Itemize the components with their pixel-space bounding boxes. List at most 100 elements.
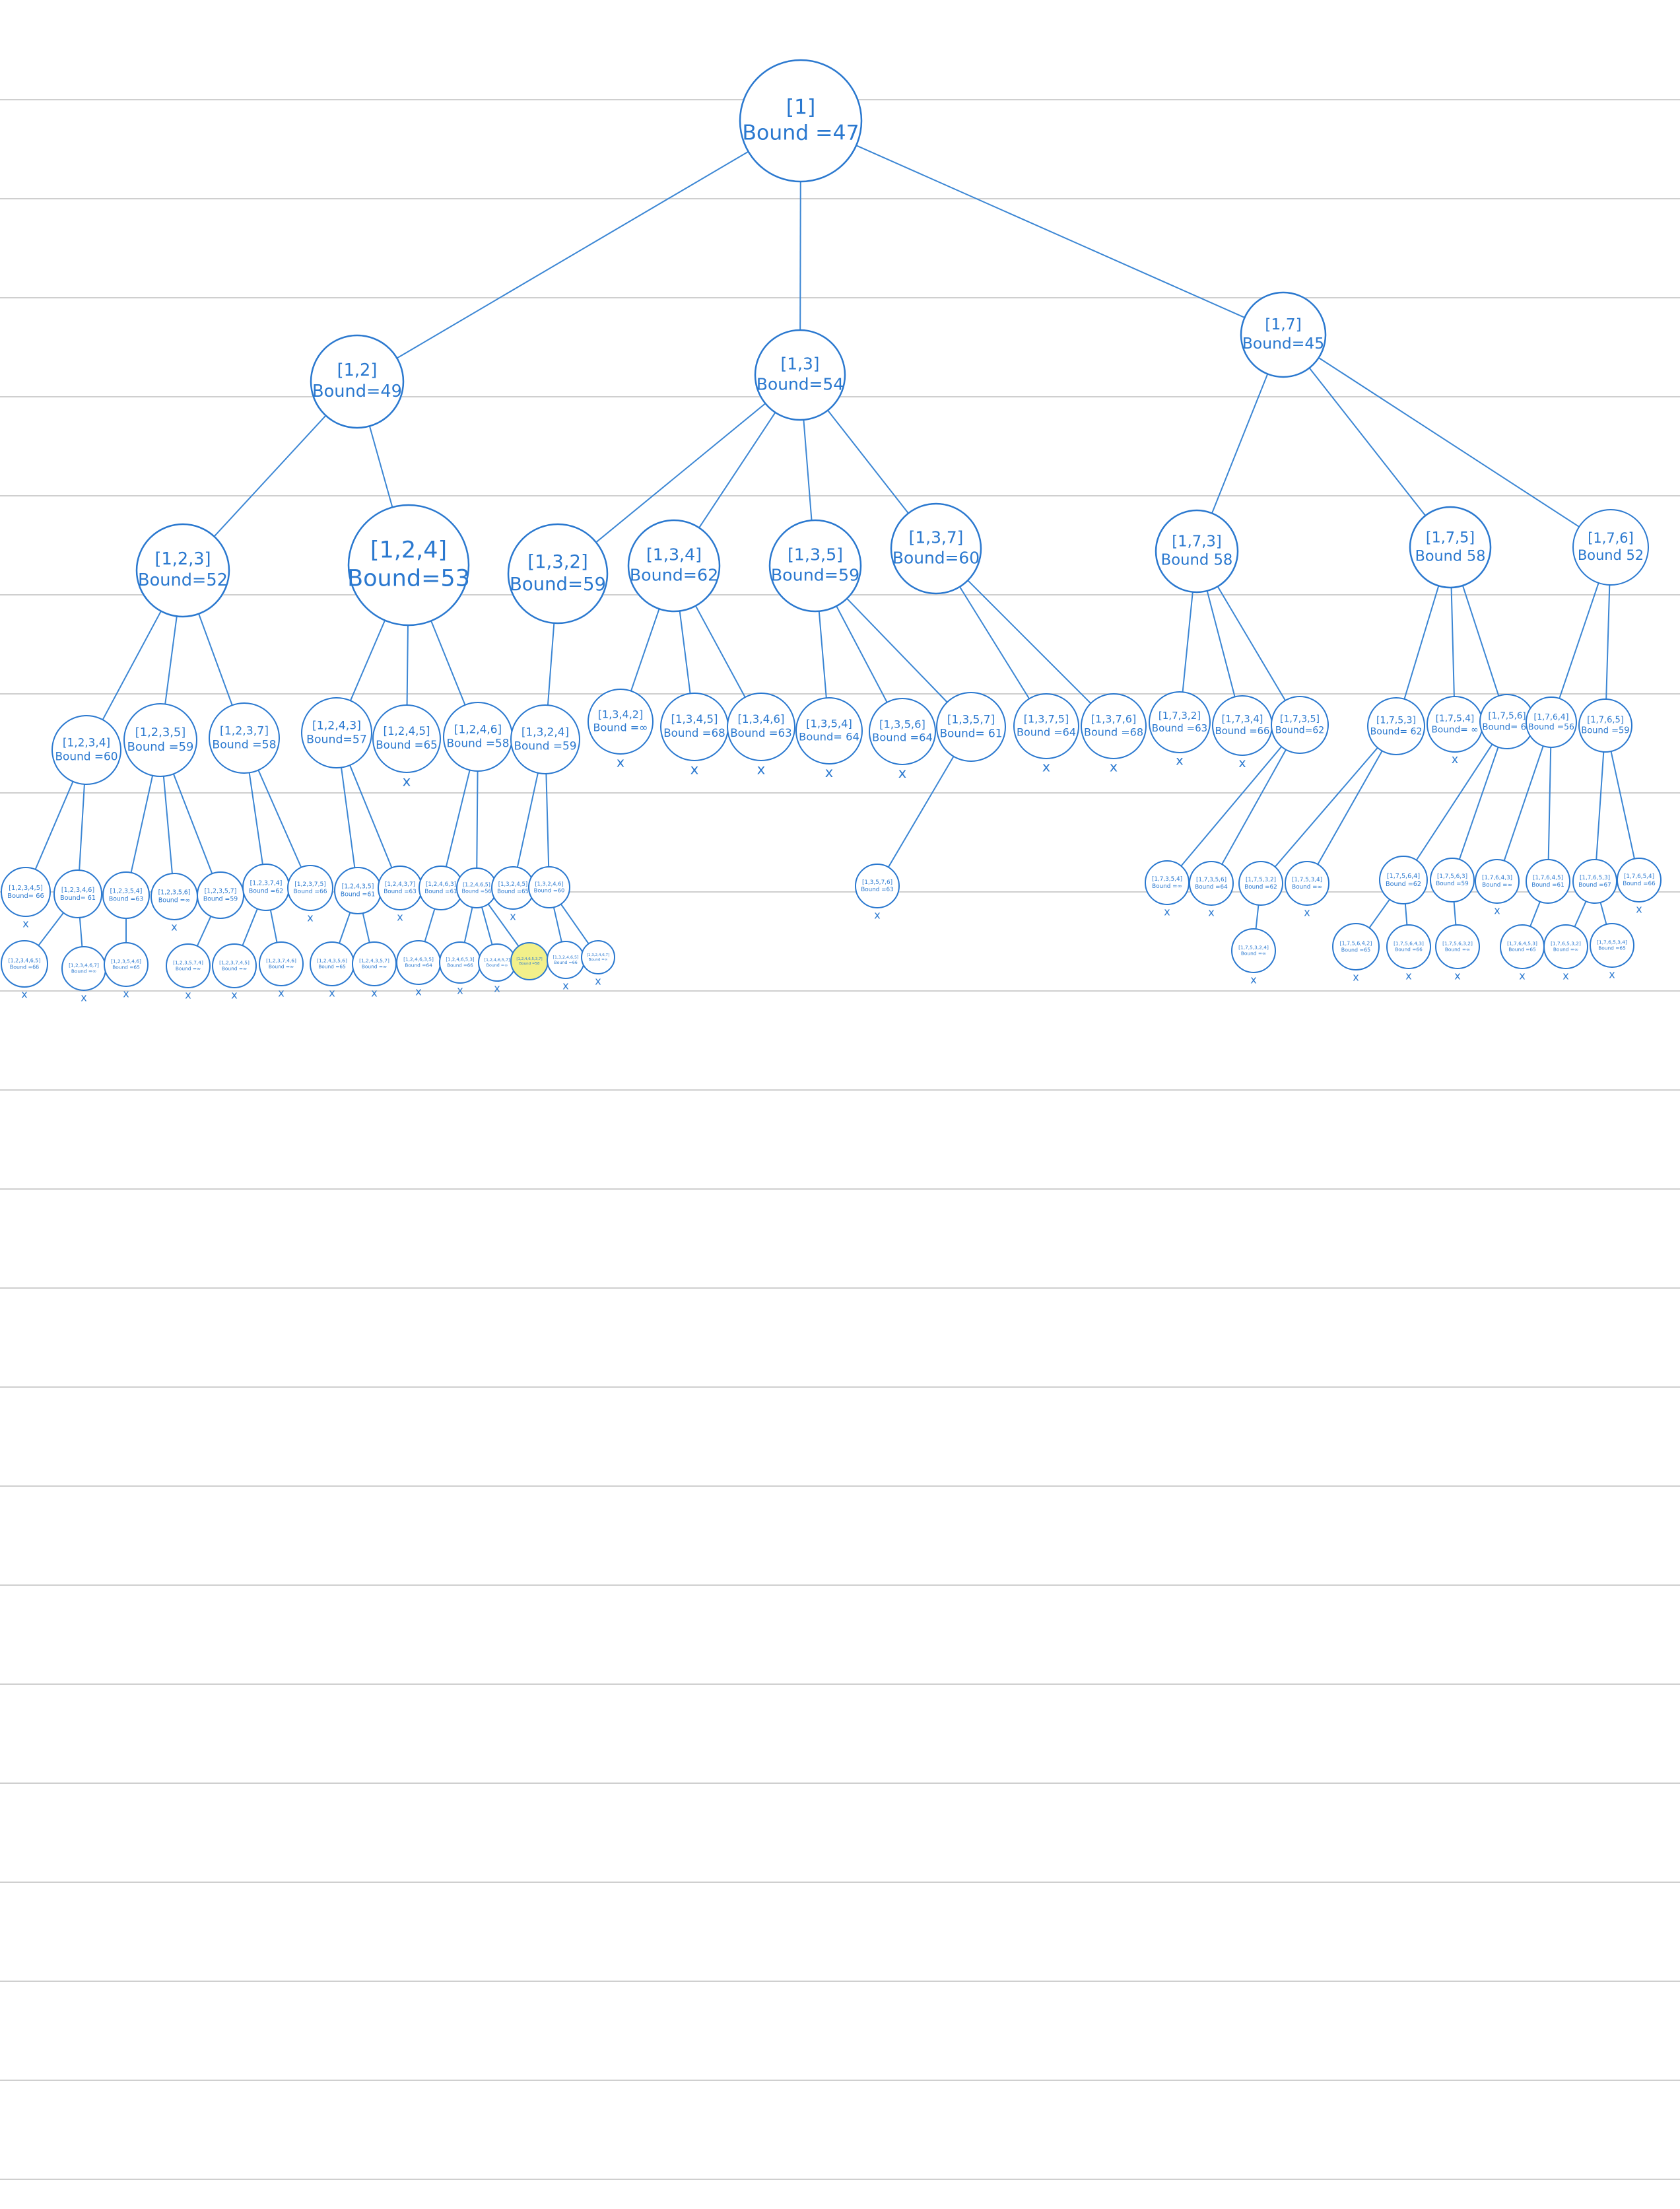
node-path-label: [1,2,3,7,4]: [250, 880, 283, 887]
tree-edge: [1368, 899, 1390, 929]
tree-edge: [1503, 745, 1544, 862]
pruned-x-mark: x: [307, 912, 313, 924]
node-bound-label: Bound =47: [742, 121, 859, 145]
node-bound-label: Bound =64: [1017, 726, 1076, 738]
tree-edge: [1317, 750, 1383, 865]
node-circle: [1013, 693, 1079, 759]
node-bound-label: Bound =56: [461, 888, 491, 894]
tree-node: [1,3,2,4,6]Bound =60: [528, 866, 570, 908]
node-circle: [510, 704, 580, 774]
node-circle: [104, 942, 149, 987]
node-path-label: [1,7,5,6,4]: [1387, 873, 1420, 880]
pruned-x-mark: x: [231, 989, 237, 1002]
node-circle: [166, 943, 211, 988]
node-bound-label: Bound= 61: [939, 726, 1002, 739]
tree-node: [1,2,4,3]Bound=57: [301, 697, 372, 768]
tree-node: [1,2,3]Bound=52: [135, 523, 230, 618]
node-path-label: [1,2,3,5,7,4]: [173, 959, 203, 965]
pruned-x-mark: x: [123, 988, 129, 1000]
node-path-label: [1,7,5,3,2,4]: [1238, 944, 1269, 950]
node-bound-label: Bound =66: [1395, 947, 1423, 953]
pruned-x-mark: x: [171, 921, 177, 934]
ruled-line: [0, 2080, 1680, 2081]
node-bound-label: Bound =65: [1508, 947, 1536, 953]
tree-node: [1,3,2,4,5]Bound =65x: [491, 866, 535, 923]
node-path-label: [1,2,3,7]: [220, 724, 269, 737]
node-circle: [588, 689, 654, 755]
node-path-label: [1,3,2,4,6,5]: [553, 955, 579, 960]
node-circle: [528, 866, 570, 908]
ruled-line: [0, 2179, 1680, 2180]
node-bound-label: Bound =65: [376, 739, 437, 751]
pruned-x-mark: x: [874, 909, 880, 922]
node-path-label: [1,2,3,7,4,5]: [219, 959, 250, 965]
pruned-x-mark: x: [1164, 906, 1170, 918]
node-path-label: [1,2,4,6,5]: [463, 882, 490, 888]
tree-edge: [1605, 584, 1611, 700]
tree-node: [1,2,3,7,4,6]Bound =∞x: [259, 941, 304, 1000]
node-path-label: [1,2,4,3,5]: [342, 883, 374, 891]
tree-node: [1,2,3,5,7]Bound =59: [197, 871, 244, 919]
node-circle: [1149, 691, 1211, 753]
tree-edge: [1547, 747, 1552, 860]
node-bound-label: Bound= 62: [1370, 727, 1423, 737]
tree-edge: [1211, 374, 1269, 514]
node-bound-label: Bound =66: [1623, 881, 1656, 887]
pruned-x-mark: x: [757, 761, 766, 778]
pruned-x-mark: x: [825, 765, 833, 780]
node-circle: [1155, 509, 1239, 594]
tree-node: [1,3,7]Bound=60: [890, 502, 982, 595]
tree-node: [1,3]Bound=54: [754, 329, 846, 421]
tree-edge: [162, 776, 173, 874]
node-circle: [1435, 924, 1480, 969]
tree-edge: [349, 620, 386, 701]
tree-node: [1,2,3,7]Bound =58: [209, 702, 280, 774]
tree-node: [1,3,5,4]Bound= 64x: [795, 697, 863, 780]
tree-edge: [887, 756, 955, 868]
tree-node: [1,2,3,7,5]Bound =66x: [287, 865, 333, 924]
tree-node: [1,7,3,4]Bound =66x: [1212, 695, 1273, 770]
pruned-x-mark: x: [690, 761, 699, 778]
node-bound-label: Bound =∞: [1292, 884, 1322, 891]
node-path-label: [1,7,6,5,3,4]: [1597, 939, 1627, 945]
node-bound-label: Bound=57: [306, 733, 367, 747]
node-bound-label: Bound =62: [249, 887, 283, 895]
tree-edge: [362, 912, 370, 943]
node-path-label: [1,7,5,6,4,3]: [1394, 940, 1424, 946]
tree-node: [1,7,5,3,2]Bound =62: [1238, 861, 1283, 906]
node-circle: [102, 871, 150, 919]
node-path-label: [1,2,4,3]: [312, 719, 361, 732]
node-circle: [53, 869, 102, 918]
node-path-label: [1,2,3,5,4,6]: [111, 958, 141, 964]
node-path-label: [1,2,4,3,5,6]: [317, 957, 347, 963]
tree-edge: [1596, 751, 1605, 860]
node-circle: [1379, 856, 1428, 904]
node-path-label: [1,2,3,5,7]: [205, 888, 237, 895]
node-path-label: [1,2,4]: [370, 537, 447, 563]
node-bound-label: Bound= 66: [7, 893, 44, 900]
pruned-x-mark: x: [329, 987, 335, 1000]
node-circle: [1430, 858, 1475, 902]
node-path-label: [1,2,4,5]: [383, 725, 430, 737]
tree-edge: [1221, 749, 1287, 865]
node-path-label: [1,3,2,4,6]: [535, 880, 563, 887]
tree-node: [1,7,6,5,3,2]Bound =∞x: [1543, 924, 1588, 982]
ruled-line: [0, 198, 1680, 199]
tree-edge: [630, 608, 660, 691]
ruled-line: [0, 990, 1680, 992]
node-bound-label: Bound =61: [341, 891, 375, 898]
node-bound-label: Bound =65: [1598, 945, 1626, 951]
node-bound-label: Bound =66: [554, 961, 577, 965]
node-path-label: [1,3,5,6]: [879, 718, 925, 730]
node-circle: [1617, 858, 1662, 902]
tree-node: [1,2,4,3,5,7]Bound =∞x: [352, 941, 397, 1000]
tree-edge: [967, 580, 1092, 704]
tree-node: [1,7,5,3,4]Bound =∞x: [1285, 861, 1329, 919]
tree-edge: [547, 623, 555, 706]
node-path-label: [1,2,3,7,5]: [294, 881, 326, 888]
node-circle: [1578, 698, 1632, 753]
node-path-label: [1,2,4,3,5,7]: [359, 957, 389, 963]
node-circle: [1, 867, 51, 917]
node-bound-label: Bound =66: [10, 964, 39, 970]
